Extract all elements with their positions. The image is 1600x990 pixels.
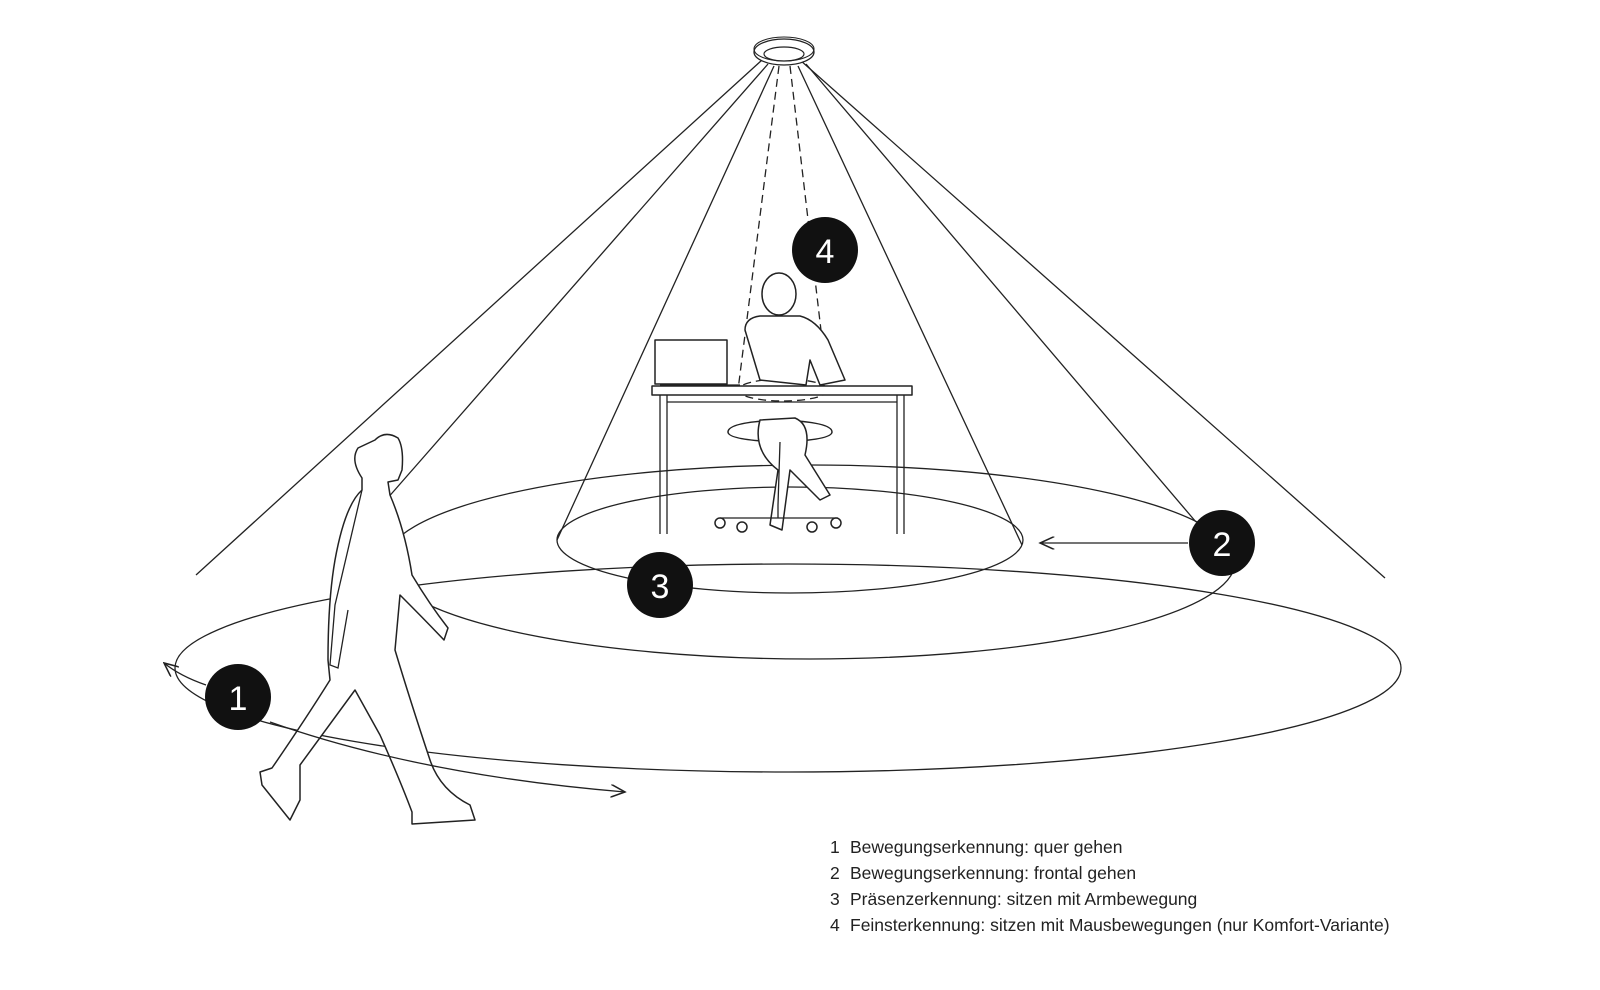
arrow-cross-left [164, 663, 207, 686]
laptop-icon [654, 339, 740, 386]
seated-person-icon [714, 272, 846, 533]
legend-item-2: 2 Bewegungserkennung: frontal gehen [830, 860, 1390, 886]
legend-item-4: 4 Feinsterkennung: sitzen mit Mausbewegun… [830, 912, 1390, 938]
svg-text:4: 4 [816, 233, 835, 271]
desk-icon [651, 385, 913, 534]
ceiling-sensor-icon [753, 36, 815, 66]
legend-item-3: 3 Präsenzerkennung: sitzen mit Armbewegun… [830, 886, 1390, 912]
legend-text: Bewegungserkennung: frontal gehen [850, 863, 1137, 883]
legend-text: Bewegungserkennung: quer gehen [850, 837, 1123, 857]
badge-1: 1 [205, 664, 271, 730]
arrow-cross-right [269, 721, 625, 792]
svg-text:2: 2 [1213, 526, 1232, 564]
svg-text:1: 1 [229, 680, 248, 718]
inner-detection-ellipse [556, 486, 1024, 594]
walking-person-icon [259, 433, 476, 825]
middle-detection-ellipse [384, 464, 1236, 660]
legend-item-1: 1 Bewegungserkennung: quer gehen [830, 834, 1390, 860]
legend-number: 4 [830, 915, 840, 935]
badge-4: 4 [792, 217, 858, 283]
legend-number: 1 [830, 837, 840, 857]
legend-text: Feinsterkennung: sitzen mit Mausbewegung… [850, 915, 1390, 935]
legend-number: 2 [830, 863, 840, 883]
legend-number: 3 [830, 889, 840, 909]
legend: 1 Bewegungserkennung: quer gehen 2 Bewegun… [830, 834, 1390, 938]
legend-text: Präsenzerkennung: sitzen mit Armbewegung [850, 889, 1198, 909]
svg-text:3: 3 [651, 568, 670, 606]
badge-3: 3 [627, 552, 693, 618]
badge-2: 2 [1189, 510, 1255, 576]
